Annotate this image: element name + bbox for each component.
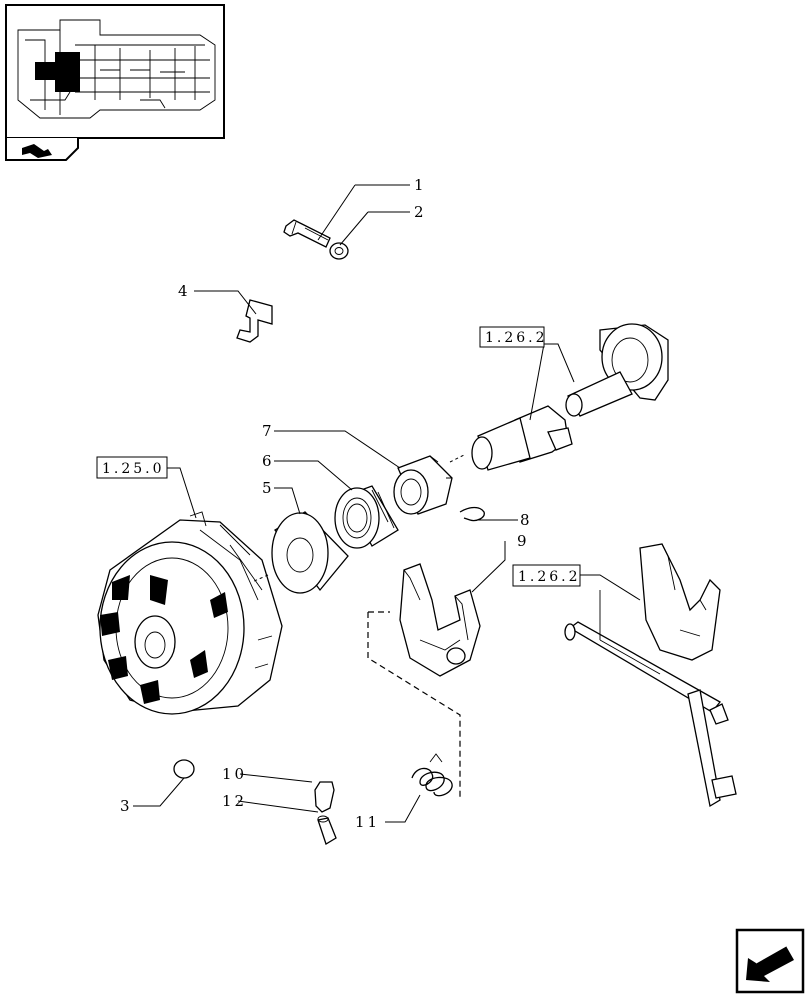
callout-7: 7 <box>262 422 275 440</box>
ref-box-1250[interactable]: 1.25.0 <box>96 456 168 479</box>
part-spring <box>411 753 453 797</box>
part-washer <box>329 242 349 260</box>
part-roll-pin <box>317 815 337 845</box>
callout-3: 3 <box>120 797 133 815</box>
previous-page-arrow-icon[interactable] <box>735 928 805 994</box>
ref-box-1262-right[interactable]: 1.26.2 <box>512 564 581 587</box>
callout-1: 1 <box>414 176 427 194</box>
callout-10: 10 <box>222 765 247 783</box>
part-ring <box>271 511 349 594</box>
part-guide-tube-assembly <box>471 323 669 471</box>
callout-11: 11 <box>355 813 380 831</box>
ref-label-1262-right: 1.26.2 <box>518 569 581 585</box>
part-clutch-assembly <box>97 511 283 715</box>
part-release-fork <box>399 563 481 677</box>
part-release-sleeve <box>393 455 453 515</box>
part-clip <box>459 506 485 522</box>
callout-9: 9 <box>517 532 530 550</box>
part-pin <box>314 781 335 813</box>
part-shift-fork-shaft <box>564 543 737 808</box>
callout-2: 2 <box>414 203 427 221</box>
thumbnail-box[interactable] <box>5 4 225 161</box>
ref-label-1250: 1.25.0 <box>102 461 165 477</box>
callout-8: 8 <box>520 511 533 529</box>
callout-5: 5 <box>262 479 275 497</box>
ref-box-1262-top[interactable]: 1.26.2 <box>479 326 548 348</box>
transmission-section-thumbnail <box>17 19 216 119</box>
part-plug <box>173 759 195 779</box>
callout-4: 4 <box>178 282 191 300</box>
part-bearing <box>334 485 399 549</box>
part-bracket <box>236 299 273 343</box>
part-bolt <box>283 219 331 248</box>
folder-arrow-icon[interactable] <box>22 144 52 158</box>
ref-label-1262-top: 1.26.2 <box>485 330 548 346</box>
callout-12: 12 <box>222 792 247 810</box>
callout-6: 6 <box>262 452 275 470</box>
assembly-dashed-outline <box>367 611 461 800</box>
leader-lines <box>133 184 641 823</box>
